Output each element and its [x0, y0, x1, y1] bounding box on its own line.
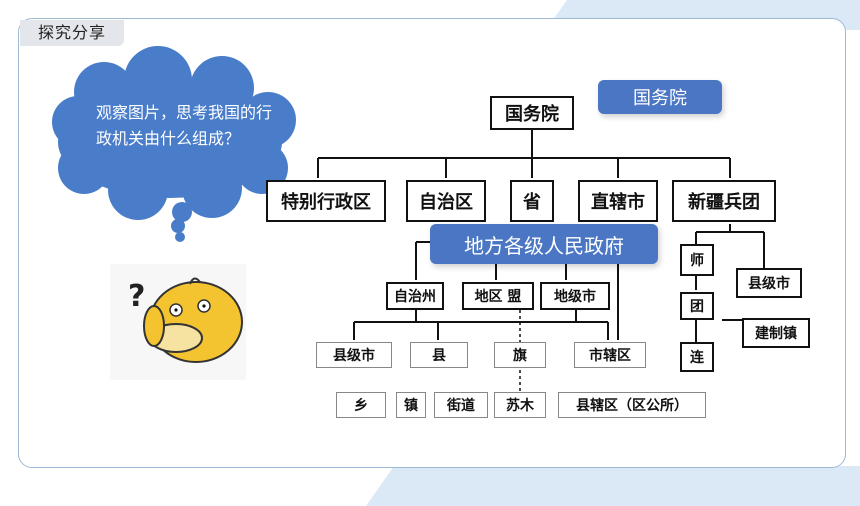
node-l4-2: 街道	[434, 392, 488, 418]
node-l3-3: 市辖区	[574, 342, 646, 368]
thinking-duck-icon: ?	[110, 264, 246, 380]
node-l3-1: 县	[410, 342, 468, 368]
node-l1-2: 省	[510, 180, 554, 222]
svg-text:?: ?	[128, 279, 145, 314]
node-l4-0: 乡	[336, 392, 386, 418]
node-l2-2: 地级市	[540, 282, 610, 310]
diagram-canvas: ?	[52, 46, 765, 392]
node-corps-regiment: 团	[680, 292, 714, 320]
node-l2-1: 地区 盟	[462, 282, 534, 310]
callout-local-government: 地方各级人民政府	[430, 224, 658, 264]
node-l1-3: 直辖市	[578, 180, 658, 222]
node-l4-1: 镇	[396, 392, 426, 418]
node-l1-0: 特别行政区	[266, 180, 386, 222]
node-corps-town: 建制镇	[742, 318, 810, 348]
node-corps-county-city: 县级市	[736, 268, 802, 298]
thought-cloud	[52, 46, 296, 242]
node-l3-2: 旗	[494, 342, 546, 368]
section-tag: 探究分享	[20, 20, 124, 46]
node-l1-4: 新疆兵团	[672, 180, 776, 222]
node-corps-company: 连	[680, 342, 714, 372]
node-l4-3: 苏木	[494, 392, 546, 418]
node-root: 国务院	[490, 96, 574, 130]
node-corps-division: 师	[680, 244, 714, 276]
node-l3-0: 县级市	[316, 342, 392, 368]
callout-state-council: 国务院	[598, 80, 722, 114]
node-l4-4: 县辖区（区公所）	[558, 392, 706, 418]
node-l2-0: 自治州	[386, 282, 444, 310]
cloud-question: 观察图片，思考我国的行政机关由什么组成？	[96, 103, 273, 148]
node-l1-1: 自治区	[406, 180, 486, 222]
